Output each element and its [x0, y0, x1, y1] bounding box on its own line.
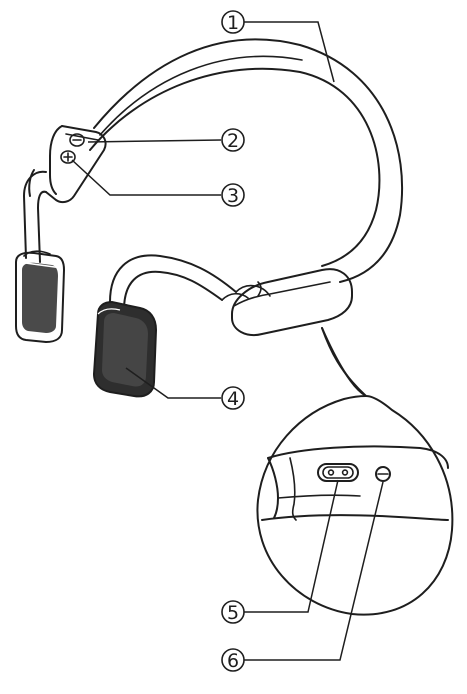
callout-2-label: 2: [227, 130, 239, 152]
callout-6: 6: [221, 648, 245, 672]
zoom-detail-bubble: [256, 327, 454, 616]
right-transducer: [92, 300, 158, 398]
callout-2: 2: [221, 128, 245, 152]
callout-1: 1: [221, 10, 245, 34]
volume-up-button[interactable]: [69, 133, 85, 147]
callout-6-label: 6: [227, 650, 239, 672]
callout-3-label: 3: [227, 185, 239, 207]
left-control-module: [45, 125, 107, 204]
left-ear-hook: [23, 169, 47, 263]
callout-1-label: 1: [227, 12, 239, 34]
callout-3: 3: [221, 183, 245, 207]
right-ear-hook: [109, 254, 271, 311]
left-transducer: [15, 250, 65, 343]
leader-lines: [71, 21, 384, 661]
callout-5-label: 5: [227, 602, 239, 624]
callout-4-label: 4: [227, 388, 239, 410]
led-indicator: [375, 466, 391, 482]
callout-4: 4: [221, 386, 245, 410]
headband: [89, 38, 404, 283]
charging-port: [317, 463, 359, 482]
volume-down-button[interactable]: [60, 150, 76, 164]
right-battery-module: [231, 268, 353, 336]
callout-5: 5: [221, 600, 245, 624]
